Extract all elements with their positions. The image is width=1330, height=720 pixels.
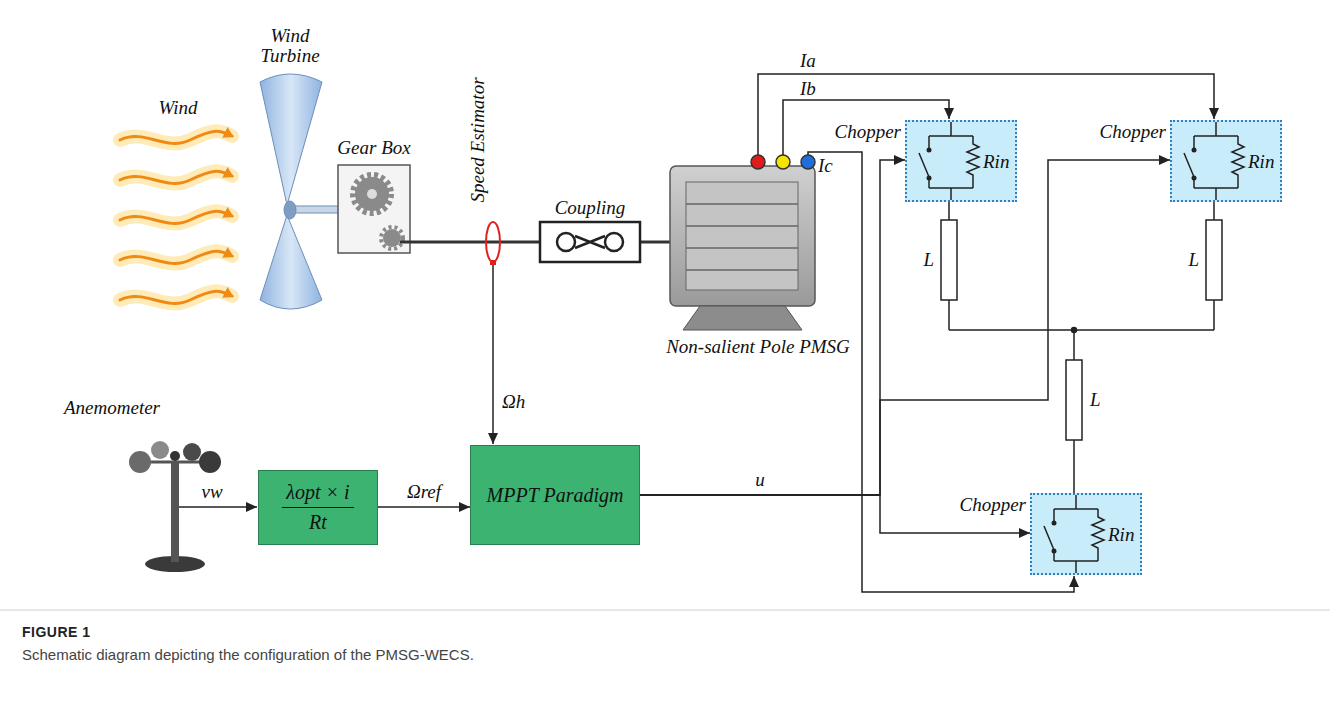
block-text: Rt (309, 508, 327, 534)
inductor-network (941, 202, 1222, 493)
pmsg-machine (670, 155, 815, 330)
machine-label: Non-salient Pole PMSG (666, 337, 850, 357)
sensor-label: Speed Estimator (468, 77, 488, 202)
chopper-box: ChopperRin (1170, 120, 1282, 202)
sensor-tap (490, 260, 496, 265)
signal-connector (640, 160, 905, 495)
block-text: λopt × i (282, 481, 353, 508)
coupling-label: Coupling (555, 198, 626, 218)
signal-name: vw (201, 482, 222, 502)
shaft (640, 241, 670, 244)
inductor-label: L (1188, 250, 1199, 270)
wind-turbine (260, 74, 340, 309)
wind-speed-wire (179, 506, 257, 508)
speed-signal-wire (492, 265, 494, 444)
chopper-title: Chopper (835, 122, 902, 142)
signal-name: Ωref (407, 482, 441, 502)
chopper-box: ChopperRin (905, 120, 1017, 202)
reference-speed-block: λopt × iRt (258, 470, 378, 545)
inductor-label: L (1090, 390, 1101, 410)
instrument-label: Anemometer (64, 398, 160, 418)
block-text: MPPT Paradigm (487, 484, 624, 507)
signal-name: Ic (818, 156, 833, 176)
gearbox-label: Gear Box (337, 138, 410, 158)
signal-name: Ia (800, 51, 816, 71)
chopper-box: ChopperRin (1030, 493, 1142, 575)
signal-connector (640, 495, 1030, 533)
signal-name: Ib (800, 79, 816, 99)
wind-arrows (120, 131, 232, 303)
resistor-label: Rin (1108, 525, 1134, 545)
coupling (540, 222, 640, 262)
signal-name: Ωh (502, 392, 525, 412)
inductor-label: L (923, 250, 934, 270)
gear-box (338, 165, 410, 253)
mppt-controller: MPPT Paradigm (470, 445, 640, 545)
resistor-label: Rin (983, 152, 1009, 172)
turbine-label: Wind Turbine (250, 26, 330, 66)
caption-rule (0, 610, 1330, 611)
shaft (400, 241, 540, 244)
wind-label: Wind (158, 98, 197, 118)
signal-connector (640, 160, 1170, 495)
signal-name: u (755, 470, 765, 490)
figure-number: FIGURE 1 (22, 624, 91, 640)
chopper-title: Chopper (960, 495, 1027, 515)
figure-caption: Schematic diagram depicting the configur… (22, 646, 474, 663)
resistor-label: Rin (1248, 152, 1274, 172)
chopper-title: Chopper (1100, 122, 1167, 142)
speed-sensor (486, 222, 500, 262)
signal-connector (378, 506, 470, 508)
